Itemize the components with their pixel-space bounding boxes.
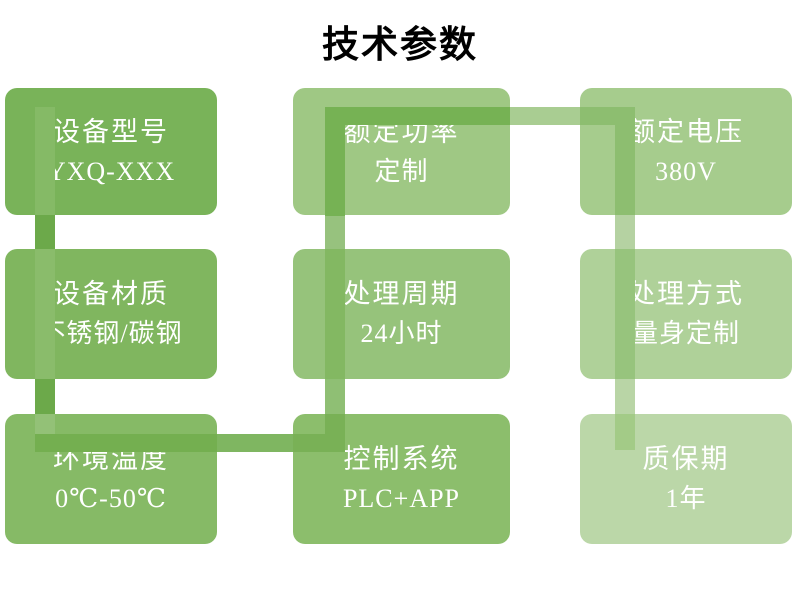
param-value: 定制 bbox=[374, 156, 429, 186]
connector-segment-box8-box5 bbox=[325, 379, 345, 414]
param-label: 控制系统 bbox=[343, 444, 460, 474]
connector-band-box3-vertical bbox=[615, 107, 635, 215]
param-label: 设备材质 bbox=[53, 279, 169, 309]
param-value: 0℃-50℃ bbox=[55, 484, 167, 513]
param-label: 处理方式 bbox=[628, 279, 744, 309]
param-value: 380V bbox=[655, 156, 717, 186]
connector-segment-box5-box2 bbox=[325, 215, 345, 249]
param-value: 24小时 bbox=[360, 319, 443, 348]
connector-segment-box1-box4 bbox=[35, 215, 55, 249]
connector-band-box1-vertical bbox=[35, 107, 55, 215]
param-box-warranty: 质保期 1年 bbox=[580, 414, 792, 544]
connector-band-box9-vertical bbox=[615, 414, 635, 450]
param-box-process-mode: 处理方式 量身定制 bbox=[580, 249, 792, 379]
connector-band-box7-horizontal bbox=[35, 434, 217, 452]
param-label: 额定电压 bbox=[628, 116, 744, 147]
param-value: 不锈钢/碳钢 bbox=[39, 319, 183, 348]
connector-segment-box7-box8 bbox=[217, 434, 293, 452]
param-label: 设备型号 bbox=[53, 116, 169, 147]
param-value: YXQ-XXX bbox=[46, 156, 176, 186]
param-value: 量身定制 bbox=[631, 319, 740, 348]
connector-band-box4-vertical bbox=[35, 249, 55, 379]
connector-segment-box6-box9 bbox=[615, 379, 635, 414]
param-label: 质保期 bbox=[642, 444, 730, 474]
connector-band-box8-vertical bbox=[325, 414, 345, 452]
connector-segment-box4-box7 bbox=[35, 379, 55, 414]
param-value: 1年 bbox=[665, 484, 707, 513]
connector-band-box6-vertical bbox=[615, 249, 635, 379]
connector-band-box2-vertical bbox=[325, 125, 345, 216]
connector-band-box5-vertical bbox=[325, 249, 345, 379]
connector-segment-box2-box3 bbox=[510, 107, 580, 125]
slide-title: 技术参数 bbox=[322, 25, 478, 66]
connector-segment-box3-box6 bbox=[615, 215, 635, 249]
param-label: 处理周期 bbox=[343, 279, 460, 309]
connector-band-box7-vertical bbox=[35, 414, 55, 436]
param-value: PLC+APP bbox=[342, 484, 461, 513]
connector-band-box2-horizontal bbox=[325, 107, 510, 125]
